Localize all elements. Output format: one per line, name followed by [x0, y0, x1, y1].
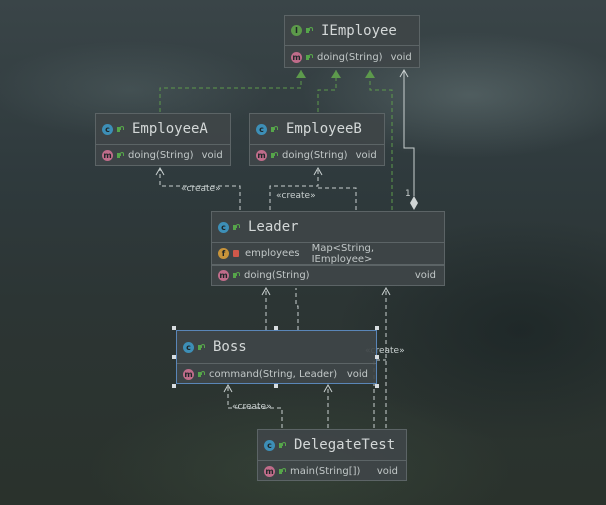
create-label-employeea: «create»: [181, 184, 221, 194]
resize-handle-nw[interactable]: [172, 326, 176, 330]
resize-handle-sw[interactable]: [172, 384, 176, 388]
public-icon: [279, 441, 286, 449]
method-row[interactable]: m command(String, Leader) void: [177, 364, 376, 384]
dependency-boss-leader-2: [295, 288, 299, 330]
method-type: void: [355, 150, 377, 161]
resize-handle-w[interactable]: [172, 355, 176, 359]
create-delegatetest-boss: [223, 383, 283, 428]
method-row[interactable]: m doing(String) void: [96, 145, 230, 166]
realization-employeea-iemployee: [159, 70, 306, 112]
create-label-delegatetest-boss: «create»: [232, 402, 272, 412]
method-name: doing(String): [282, 150, 348, 161]
class-header: c EmployeeA: [96, 114, 230, 145]
method-type: void: [346, 368, 368, 380]
class-icon: c: [183, 341, 194, 353]
class-leader[interactable]: c Leader f employees Map<String, IEmploy…: [211, 211, 445, 286]
create-leader-employeeb-branch: [318, 187, 357, 210]
method-icon: m: [183, 368, 194, 380]
method-name: doing(String): [244, 270, 310, 281]
interface-icon: I: [291, 25, 302, 36]
class-header: c DelegateTest: [258, 430, 406, 461]
field-name: employees: [245, 248, 300, 259]
create-leader-employeeb: [269, 166, 323, 210]
class-name: Leader: [248, 219, 299, 235]
method-name: doing(String): [128, 150, 194, 161]
create-delegatetest-leader-branch: [373, 359, 386, 428]
public-icon: [117, 125, 124, 133]
field-type: Map<String, IEmployee>: [311, 242, 375, 265]
method-type: void: [390, 51, 412, 63]
public-icon: [279, 467, 286, 475]
public-icon: [306, 27, 313, 34]
public-icon: [117, 152, 124, 159]
create-label-employeeb: «create»: [276, 191, 316, 201]
composition-leader-iemployee: [399, 68, 415, 196]
class-icon: c: [256, 123, 267, 135]
public-icon: [198, 343, 205, 351]
method-icon: m: [256, 150, 267, 161]
class-name: EmployeeB: [286, 121, 362, 137]
field-row[interactable]: f employees Map<String, IEmployee>: [212, 243, 444, 265]
class-header: c Leader: [212, 212, 444, 243]
create-leader-employeea: [155, 166, 241, 210]
composition-diamond: [410, 196, 418, 210]
class-icon: c: [264, 439, 275, 451]
method-type: void: [414, 270, 436, 281]
public-icon: [233, 223, 240, 231]
method-row[interactable]: m main(String[]) void: [258, 461, 406, 481]
class-icon: c: [102, 123, 113, 135]
resize-handle-e[interactable]: [375, 355, 379, 359]
public-icon: [198, 370, 205, 378]
resize-handle-s[interactable]: [274, 384, 278, 388]
resize-handle-se[interactable]: [375, 384, 379, 388]
class-boss[interactable]: c Boss m command(String, Leader) void: [176, 330, 377, 384]
method-type: void: [376, 465, 398, 477]
public-icon: [306, 53, 313, 61]
public-icon: [271, 152, 278, 159]
class-header: c EmployeeB: [250, 114, 384, 145]
public-icon: [233, 272, 240, 279]
class-name: Boss: [213, 339, 247, 355]
multiplicity-label: 1: [405, 189, 411, 199]
resize-handle-ne[interactable]: [375, 326, 379, 330]
method-icon: m: [102, 150, 113, 161]
resize-handle-n[interactable]: [274, 326, 278, 330]
method-icon: m: [291, 51, 302, 63]
class-name: EmployeeA: [132, 121, 208, 137]
method-name: doing(String): [317, 51, 383, 63]
class-employeea[interactable]: c EmployeeA m doing(String) void: [95, 113, 231, 166]
method-row[interactable]: m doing(String) void: [212, 265, 444, 285]
method-name: main(String[]): [290, 465, 361, 477]
class-delegatetest[interactable]: c DelegateTest m main(String[]) void: [257, 429, 407, 481]
class-icon: c: [218, 221, 229, 233]
class-header: c Boss: [177, 331, 376, 364]
method-type: void: [201, 150, 223, 161]
realization-leader-iemployee: [365, 70, 393, 210]
class-name: IEmployee: [321, 22, 397, 39]
realization-employeeb-iemployee: [317, 70, 341, 112]
class-employeeb[interactable]: c EmployeeB m doing(String) void: [249, 113, 385, 166]
method-name: command(String, Leader): [209, 368, 338, 380]
method-icon: m: [264, 465, 275, 477]
field-icon: f: [218, 248, 229, 259]
create-label-delegatetest-leader: «create»: [365, 346, 405, 356]
private-lock-icon: [233, 250, 239, 257]
class-header: I IEmployee: [285, 16, 419, 46]
class-iemployee[interactable]: I IEmployee m doing(String) void: [284, 15, 420, 68]
method-row[interactable]: m doing(String) void: [250, 145, 384, 166]
method-row[interactable]: m doing(String) void: [285, 46, 419, 68]
class-name: DelegateTest: [294, 437, 396, 453]
method-icon: m: [218, 270, 229, 281]
public-icon: [271, 125, 278, 133]
